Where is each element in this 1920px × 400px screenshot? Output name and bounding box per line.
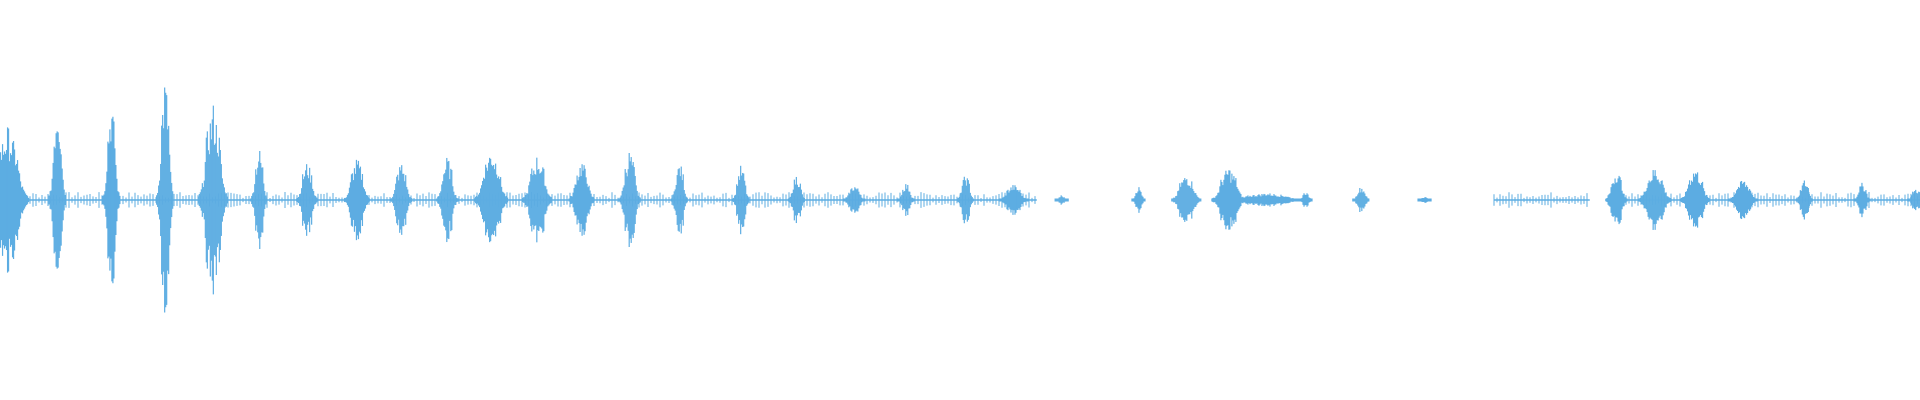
waveform-burst: [1637, 170, 1672, 230]
waveform-burst: [522, 157, 553, 243]
waveform-burst: [732, 165, 750, 235]
waveform-burst: [1679, 172, 1711, 228]
waveform-burst: [1727, 180, 1759, 220]
waveform-burst: [197, 105, 228, 295]
waveform-burst: [998, 185, 1029, 215]
waveform-burst: [48, 131, 66, 269]
waveform-burst: [1605, 175, 1628, 225]
waveform-burst: [436, 157, 459, 243]
waveform-burst: [1853, 182, 1871, 218]
waveform-burst: [1131, 187, 1146, 213]
waveform-burst: [1171, 178, 1202, 222]
waveform-burst: [1795, 180, 1813, 220]
waveform-burst: [250, 150, 268, 250]
waveform-burst: [1352, 187, 1370, 213]
waveform-burst: [102, 116, 120, 284]
waveform-burst: [1054, 195, 1069, 205]
waveform-burst: [670, 166, 688, 234]
waveform-burst: [156, 87, 174, 313]
waveform-burst: [843, 187, 866, 213]
waveform-burst: [956, 176, 974, 224]
waveform-burst: [1224, 193, 1310, 207]
waveform-burst: [474, 157, 509, 243]
waveform-burst: [1417, 197, 1432, 203]
waveform-burst: [343, 159, 371, 241]
waveform-burst: [390, 165, 413, 235]
waveform-layer: [0, 87, 1920, 313]
waveform-burst: [568, 164, 595, 236]
waveform-burst: [897, 184, 915, 216]
waveform-burst: [0, 127, 30, 273]
waveform-burst: [787, 176, 805, 224]
waveform-burst: [618, 152, 641, 248]
waveform-burst: [1298, 193, 1313, 207]
waveform-burst: [296, 164, 319, 236]
